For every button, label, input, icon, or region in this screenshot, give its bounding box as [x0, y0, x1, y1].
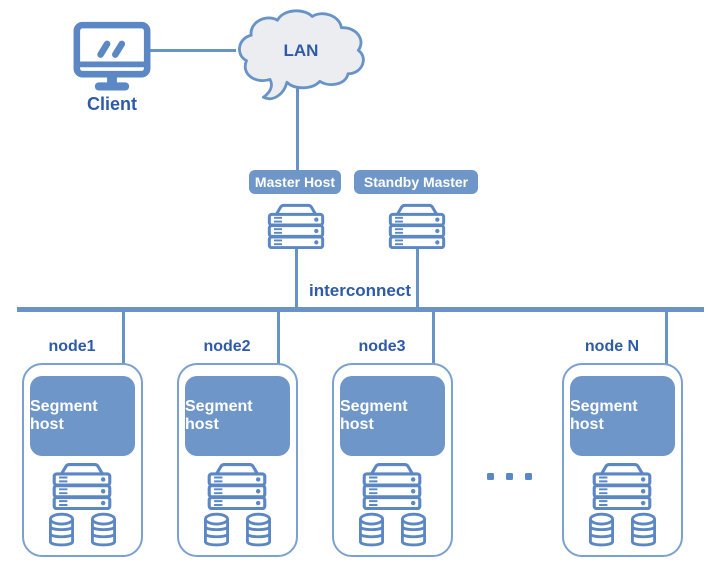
node1-box: Segment host	[22, 363, 143, 557]
nodeN-box: Segment host	[562, 363, 683, 557]
client-monitor-icon	[71, 21, 153, 93]
node2-box: Segment host	[177, 363, 298, 557]
node3-databases	[334, 512, 450, 550]
standby-bus-connector	[416, 246, 419, 308]
bus-node2-connector	[277, 311, 280, 364]
nodeN-label: node N	[584, 338, 640, 355]
node3-segment-host-badge: Segment host	[340, 376, 445, 456]
node1-segment-host-badge: Segment host	[30, 376, 135, 456]
bus-nodeN-connector	[665, 311, 668, 364]
standby-master-badge: Standby Master	[354, 170, 478, 194]
node1-server-icon	[45, 460, 119, 510]
node2-segment-host-badge: Segment host	[185, 376, 290, 456]
nodeN-server-icon	[585, 460, 659, 510]
node2-server-icon	[200, 460, 274, 510]
lan-cloud-icon	[238, 9, 365, 101]
lan-master-connector	[296, 84, 299, 172]
database-icon	[627, 512, 660, 550]
database-icon	[45, 512, 78, 550]
client-lan-connector	[150, 49, 236, 52]
ellipsis	[487, 473, 532, 480]
node3-server-icon	[355, 460, 429, 510]
database-icon	[200, 512, 233, 550]
database-icon	[585, 512, 618, 550]
node1-label: node1	[48, 338, 96, 355]
node1-databases	[24, 512, 140, 550]
nodeN-databases	[564, 512, 680, 550]
node3-label: node3	[358, 338, 406, 355]
client-label: Client	[86, 94, 137, 114]
node2-databases	[179, 512, 295, 550]
node3-box: Segment host	[332, 363, 453, 557]
database-icon	[397, 512, 430, 550]
ellipsis-dot	[506, 473, 513, 480]
ellipsis-dot	[525, 473, 532, 480]
master-bus-connector	[295, 246, 298, 308]
interconnect-bus	[17, 307, 704, 312]
database-icon	[242, 512, 275, 550]
standby-server-icon	[383, 201, 451, 249]
master-server-icon	[262, 201, 330, 249]
node2-label: node2	[203, 338, 251, 355]
ellipsis-dot	[487, 473, 494, 480]
database-icon	[87, 512, 120, 550]
interconnect-label: interconnect	[308, 281, 412, 300]
database-icon	[355, 512, 388, 550]
nodeN-segment-host-badge: Segment host	[570, 376, 675, 456]
master-host-badge: Master Host	[249, 170, 341, 194]
bus-node3-connector	[432, 311, 435, 364]
lan-label: LAN	[283, 41, 319, 60]
bus-node1-connector	[122, 311, 125, 364]
